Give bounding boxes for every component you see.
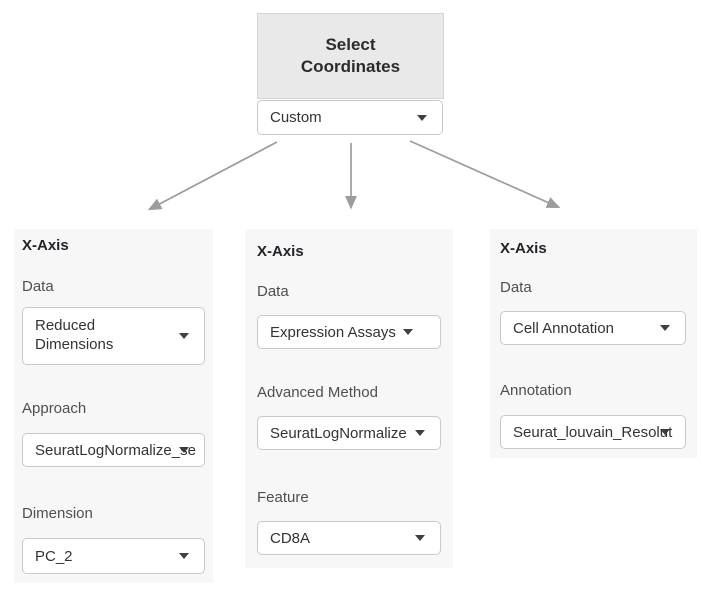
data-dropdown-value: Reduced Dimensions [35, 317, 114, 353]
field-data: Data Reduced Dimensions [22, 277, 205, 365]
caret-down-icon [402, 329, 413, 335]
caret-down-icon [660, 429, 670, 435]
data-dropdown-value: Cell Annotation [513, 319, 614, 337]
feature-dropdown-value: CD8A [270, 529, 311, 547]
panel-heading: X-Axis [500, 240, 547, 257]
approach-dropdown[interactable]: SeuratLogNormalize_se [22, 433, 205, 467]
data-dropdown[interactable]: Reduced Dimensions [22, 307, 205, 365]
caret-down-icon [417, 114, 427, 121]
panel-heading: X-Axis [257, 243, 304, 260]
field-approach: Approach SeuratLogNormalize_se [22, 399, 205, 467]
field-data: Data Cell Annotation [500, 278, 687, 345]
field-label: Data [500, 279, 532, 296]
flow-arrow-left [147, 141, 278, 211]
data-dropdown[interactable]: Cell Annotation [500, 311, 686, 345]
caret-down-icon [660, 325, 670, 331]
select-coordinates-title: Select Coordinates [300, 34, 401, 76]
field-label: Advanced Method [257, 384, 378, 401]
field-annotation: Annotation Seurat_louvain_Resolut [500, 381, 687, 449]
advanced-method-dropdown[interactable]: SeuratLogNormalize [257, 416, 441, 450]
field-label: Dimension [22, 505, 93, 522]
select-coordinates-node: Select Coordinates [257, 13, 444, 99]
field-label: Feature [257, 489, 309, 506]
field-label: Data [22, 278, 54, 295]
advanced-method-dropdown-value: SeuratLogNormalize [270, 424, 407, 442]
caret-down-icon [179, 553, 189, 559]
caret-down-icon [179, 333, 189, 339]
field-label: Approach [22, 400, 87, 417]
panel-heading: X-Axis [22, 237, 69, 254]
caret-down-icon [415, 430, 425, 436]
coordinates-mode-value: Custom [270, 109, 322, 126]
coordinates-mode-dropdown[interactable]: Custom [257, 100, 443, 135]
field-feature: Feature CD8A [257, 488, 441, 555]
xaxis-panel-reduced-dimensions: X-Axis Data Reduced Dimensions Approach … [14, 229, 213, 583]
xaxis-panel-cell-annotation: X-Axis Data Cell Annotation Annotation S… [490, 229, 697, 458]
dimension-dropdown[interactable]: PC_2 [22, 538, 205, 574]
field-label: Data [257, 283, 289, 300]
dimension-dropdown-value: PC_2 [35, 547, 73, 565]
caret-down-icon [415, 535, 425, 541]
xaxis-panel-expression-assays: X-Axis Data Expression Assays Advanced M… [245, 229, 453, 568]
data-dropdown[interactable]: Expression Assays [257, 315, 441, 349]
field-label: Annotation [500, 382, 572, 399]
feature-dropdown[interactable]: CD8A [257, 521, 441, 555]
annotation-dropdown[interactable]: Seurat_louvain_Resolut [500, 415, 686, 449]
annotation-dropdown-value: Seurat_louvain_Resolut [513, 423, 673, 441]
flow-arrow-right [409, 140, 561, 209]
field-data: Data Expression Assays [257, 282, 441, 349]
field-dimension: Dimension PC_2 [22, 504, 205, 574]
approach-dropdown-value: SeuratLogNormalize_se [35, 441, 196, 459]
caret-down-icon [179, 447, 189, 453]
data-dropdown-value: Expression Assays [270, 323, 396, 341]
field-advanced-method: Advanced Method SeuratLogNormalize [257, 383, 441, 450]
